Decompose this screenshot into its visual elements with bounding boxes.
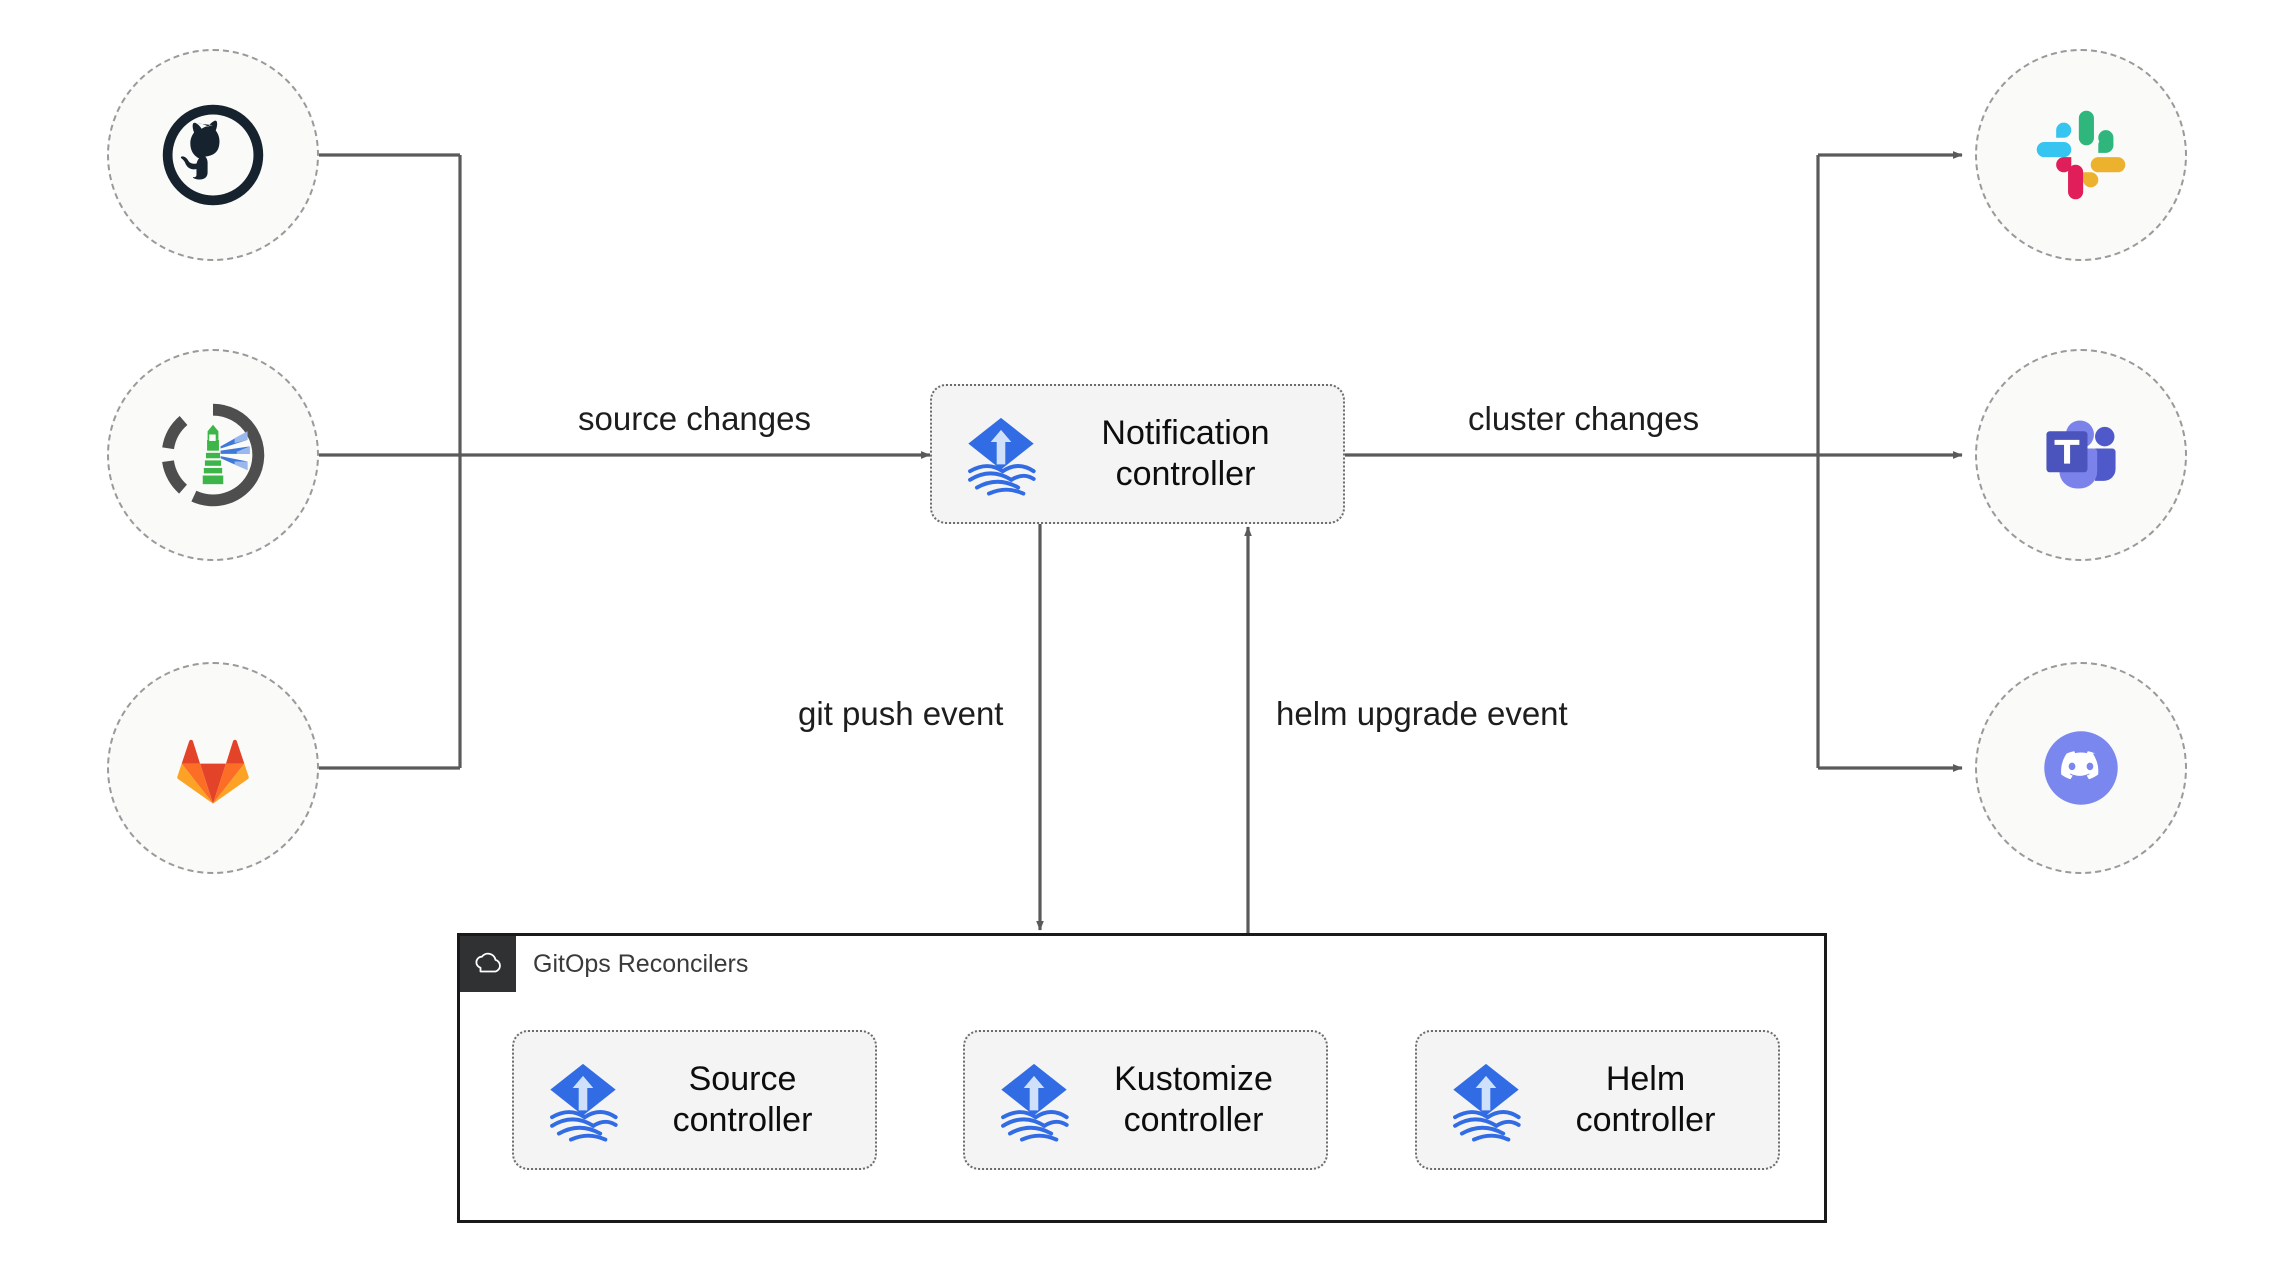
target-node-slack[interactable] — [1975, 49, 2187, 261]
target-node-teams[interactable] — [1975, 349, 2187, 561]
flux-icon — [968, 417, 1036, 496]
flux-icon — [1001, 1063, 1069, 1142]
source-node-github[interactable] — [107, 49, 319, 261]
helm-controller-label: Helm controller — [1575, 1059, 1716, 1139]
notification-controller-box[interactable]: Notification controller — [930, 384, 1345, 524]
notification-controller-label: Notification controller — [1101, 413, 1270, 493]
kustomize-controller-label: Kustomize controller — [1114, 1059, 1273, 1139]
gitops-reconcilers-header: GitOps Reconcilers — [460, 936, 748, 992]
github-icon — [162, 104, 264, 206]
source-node-helm[interactable] — [107, 349, 319, 561]
discord-icon — [2044, 731, 2118, 805]
source-node-gitlab[interactable] — [107, 662, 319, 874]
gitops-reconcilers-title: GitOps Reconcilers — [533, 949, 749, 978]
helm-controller-box[interactable]: Helm controller — [1415, 1030, 1780, 1170]
edge-label-cluster-changes: cluster changes — [1460, 400, 1708, 438]
target-node-discord[interactable] — [1975, 662, 2187, 874]
edge-label-git-push-event: git push event — [790, 695, 1012, 733]
edge-label-source-changes: source changes — [570, 400, 819, 438]
kustomize-controller-box[interactable]: Kustomize controller — [963, 1030, 1328, 1170]
gitlab-icon — [177, 739, 249, 804]
edge-label-helm-upgrade-event: helm upgrade event — [1268, 695, 1576, 733]
slack-icon — [2036, 110, 2126, 200]
helm-icon — [161, 403, 265, 507]
cloud-icon-tile — [460, 936, 516, 992]
source-controller-box[interactable]: Source controller — [512, 1030, 877, 1170]
flux-icon — [550, 1063, 618, 1142]
microsoft-teams-icon — [2046, 420, 2116, 489]
flux-icon — [1453, 1063, 1521, 1142]
source-controller-label: Source controller — [672, 1059, 813, 1139]
cloud-icon — [475, 952, 501, 973]
